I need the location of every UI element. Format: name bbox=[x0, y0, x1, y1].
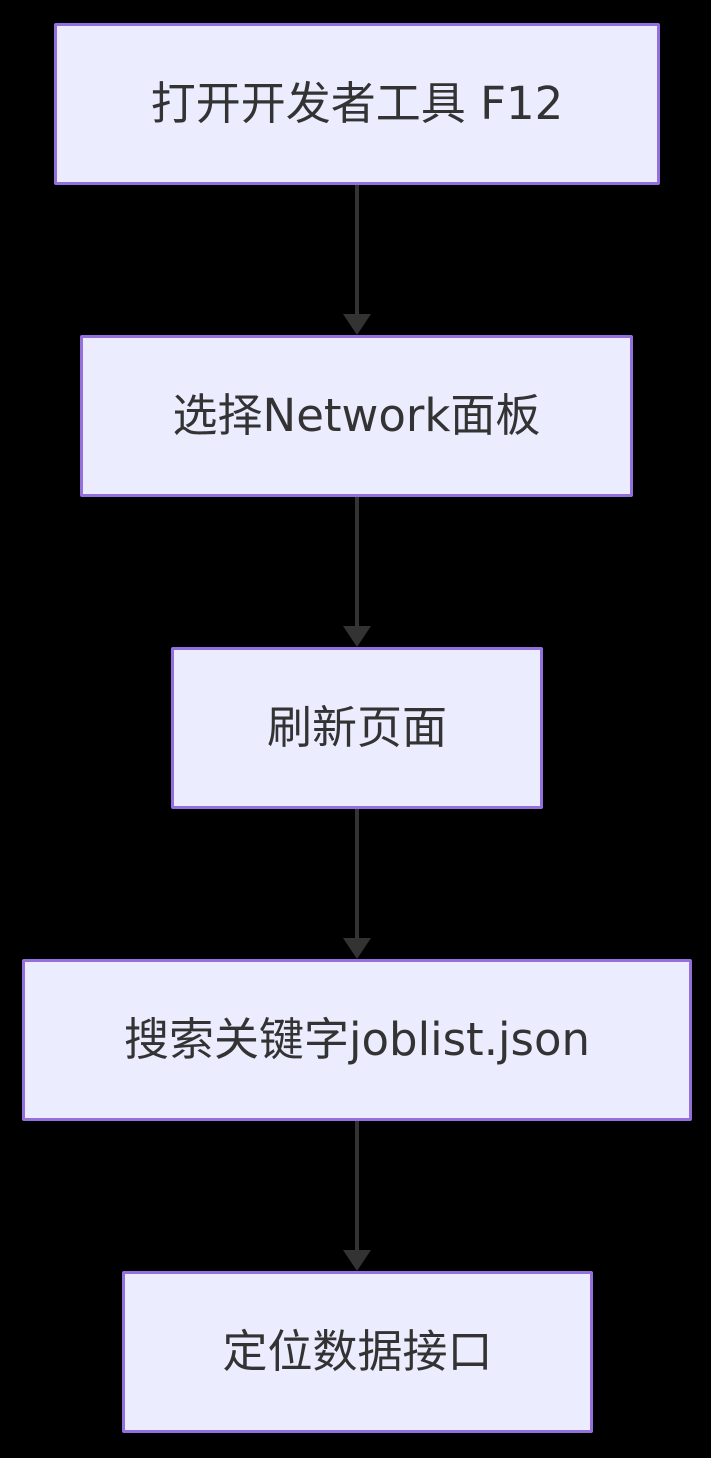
flow-node-search-keyword-joblist: 搜索关键字joblist.json bbox=[22, 959, 692, 1121]
arrow-down-icon bbox=[343, 314, 371, 335]
flow-node-open-devtools: 打开开发者工具 F12 bbox=[54, 23, 660, 185]
flow-node-select-network-panel: 选择Network面板 bbox=[80, 335, 633, 497]
flow-node-locate-data-api: 定位数据接口 bbox=[122, 1271, 593, 1433]
flow-edge-3 bbox=[343, 809, 371, 959]
arrow-down-icon bbox=[343, 938, 371, 959]
flow-edge-1 bbox=[343, 185, 371, 335]
flow-node-refresh-page: 刷新页面 bbox=[171, 647, 543, 809]
arrow-down-icon bbox=[343, 626, 371, 647]
arrow-line bbox=[355, 1121, 359, 1257]
arrow-down-icon bbox=[343, 1250, 371, 1271]
flow-edge-2 bbox=[343, 497, 371, 647]
flow-edge-4 bbox=[343, 1121, 371, 1271]
arrow-line bbox=[355, 809, 359, 945]
arrow-line bbox=[355, 497, 359, 633]
arrow-line bbox=[355, 185, 359, 321]
